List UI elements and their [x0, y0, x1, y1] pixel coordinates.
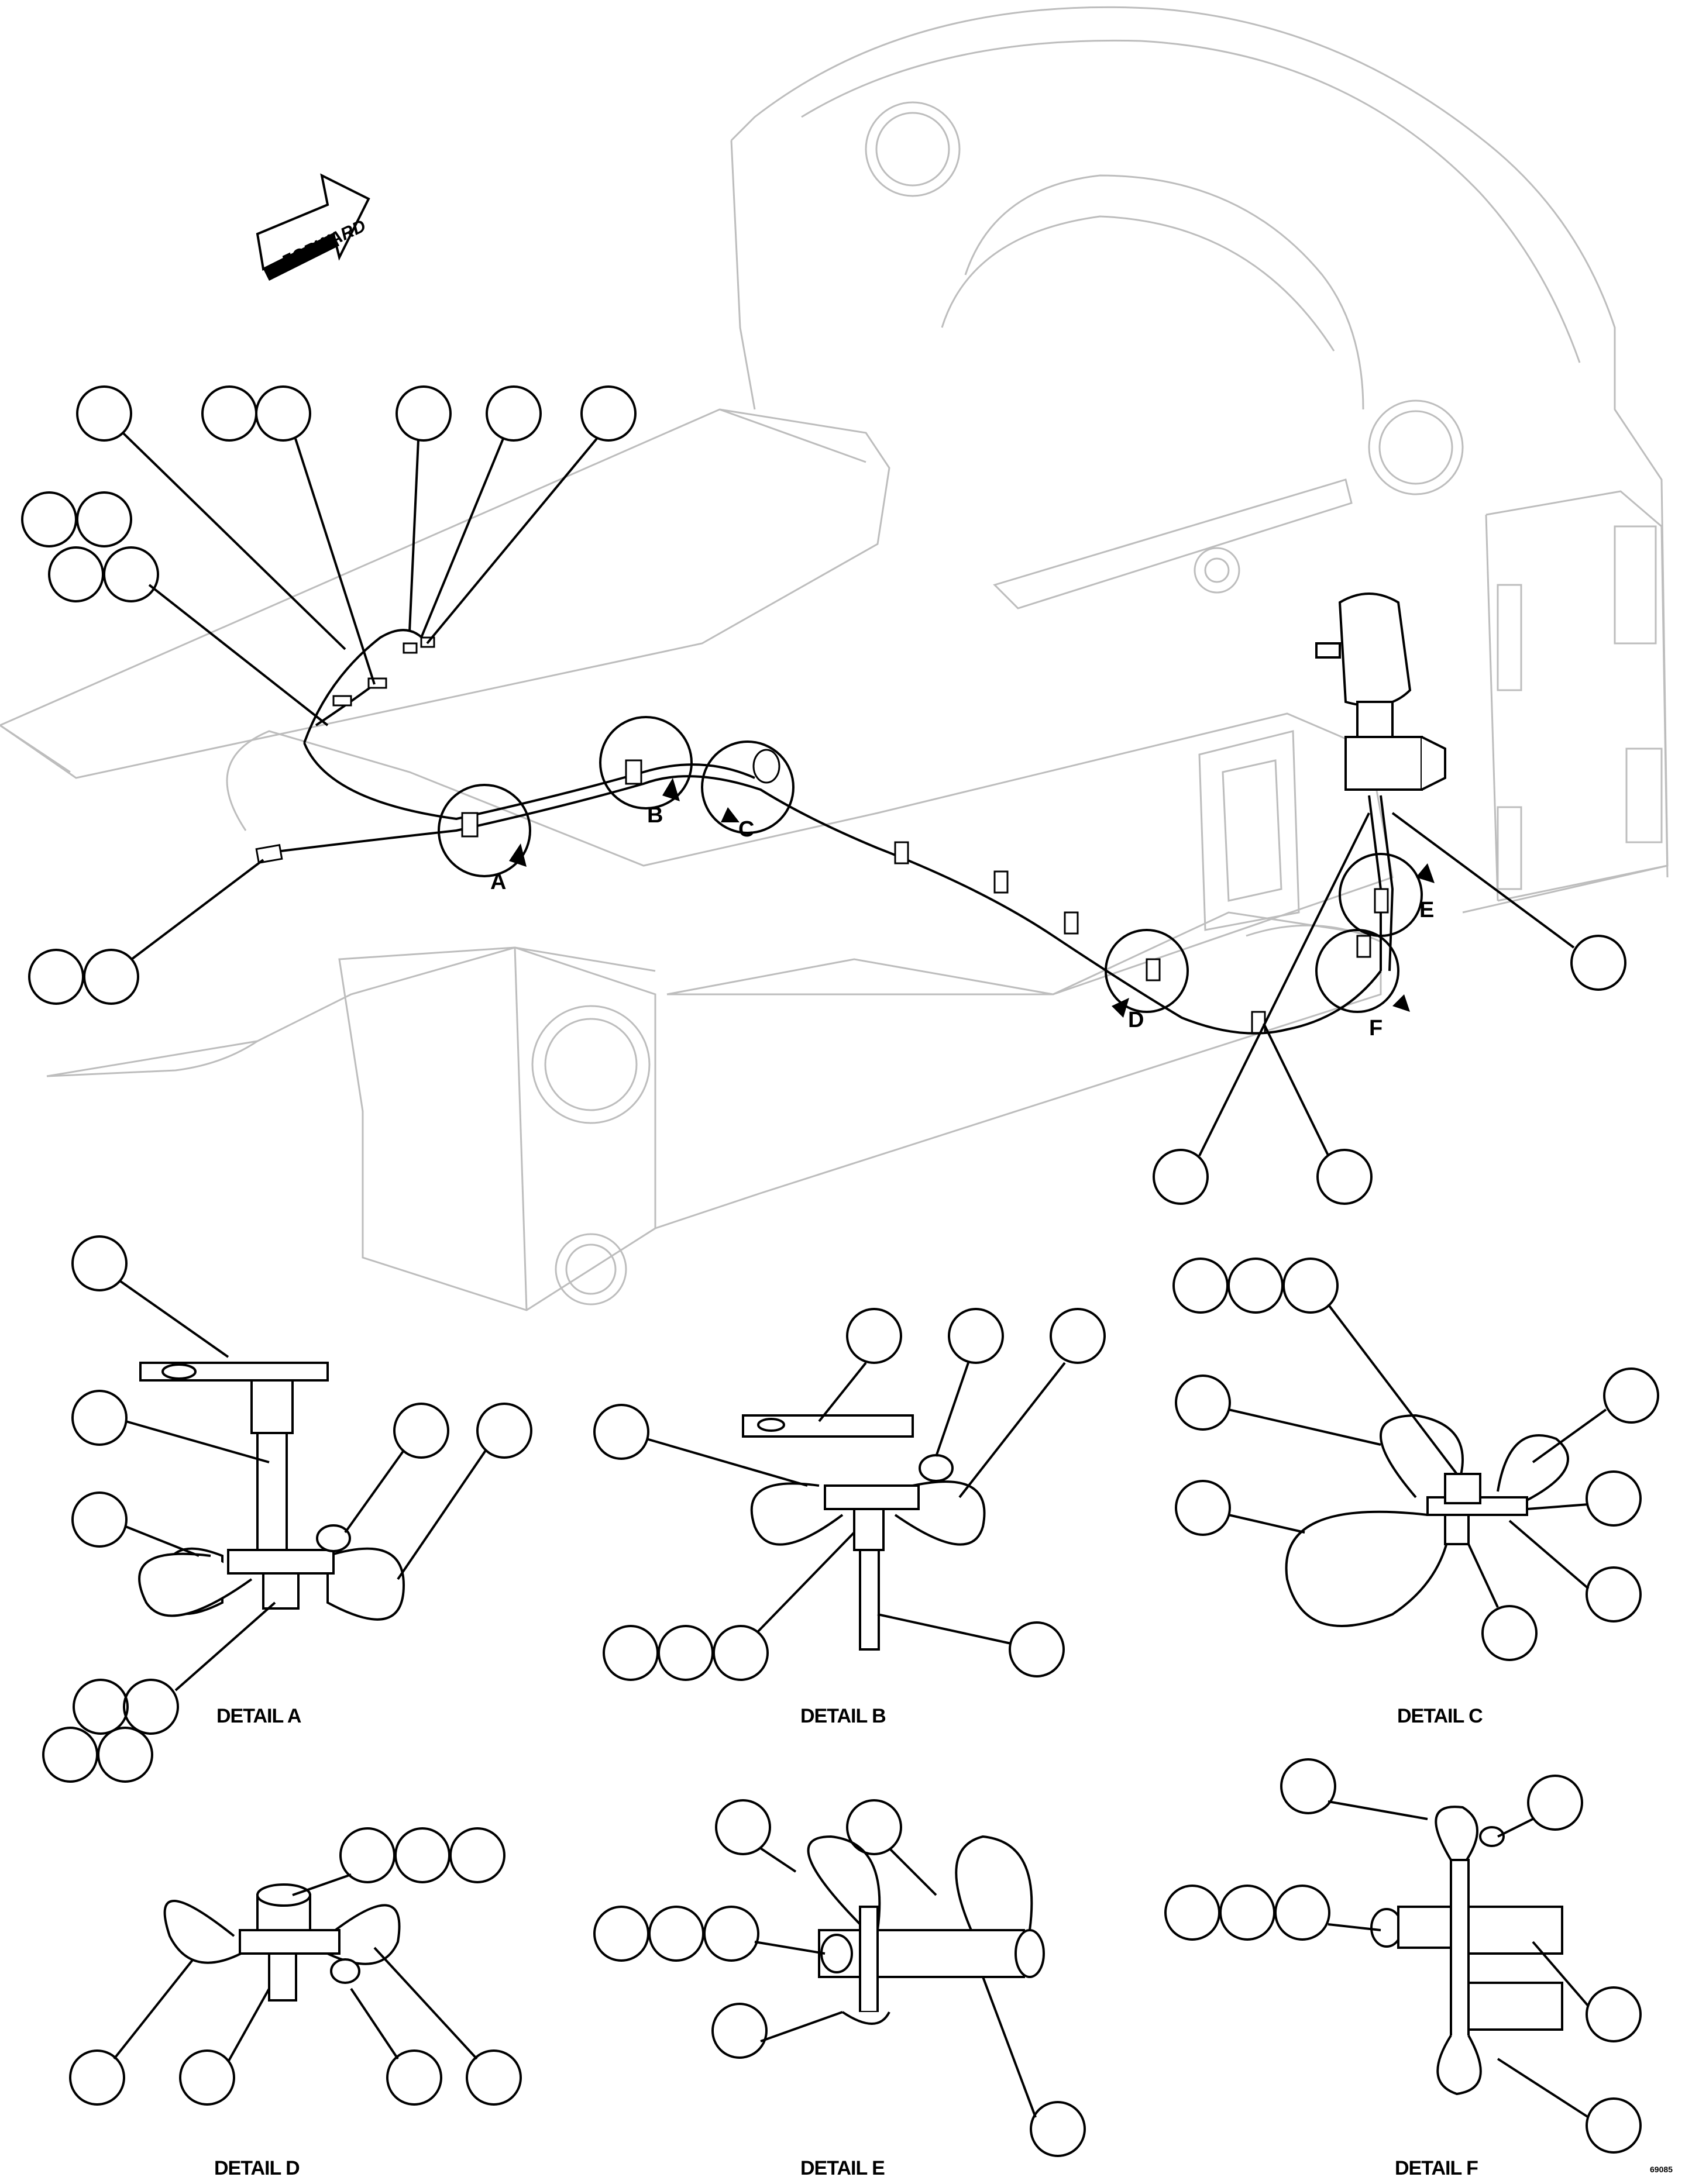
detail-b-drawing: [742, 1414, 986, 1651]
accumulator-assembly: [1315, 592, 1446, 791]
detail-f-title: DETAIL F: [1395, 2157, 1478, 2179]
detail-a-drawing: [138, 1362, 405, 1621]
detail-letter-b: B: [647, 803, 663, 828]
detail-d-balloons: [69, 1827, 522, 2106]
detail-f-drawing: [1370, 1806, 1563, 2096]
detail-d-drawing: [163, 1883, 401, 2002]
detail-callout-a: [438, 784, 531, 877]
callout-arrows: [509, 778, 1435, 1018]
detail-callout-e: [1339, 853, 1423, 937]
detail-callout-d: [1105, 929, 1189, 1013]
detail-callouts: [438, 716, 1423, 1013]
detail-e-drawing: [807, 1835, 1045, 2025]
detail-letter-f: F: [1369, 1016, 1383, 1041]
detail-callout-f: [1315, 929, 1399, 1013]
machine-frame: [0, 6, 1669, 1311]
detail-c-drawing: [1285, 1414, 1569, 1627]
detail-a-title: DETAIL A: [216, 1705, 301, 1727]
hose-fittings: [255, 636, 1389, 1034]
main-view-balloons: [21, 385, 1626, 1205]
detail-letter-c: C: [738, 817, 754, 842]
detail-letter-a: A: [490, 870, 506, 894]
detail-e-balloons: [593, 1799, 1086, 2157]
detail-callout-c: [701, 740, 795, 834]
detail-letter-e: E: [1419, 898, 1434, 922]
detail-b-title: DETAIL B: [800, 1705, 886, 1727]
detail-d-title: DETAIL D: [214, 2157, 300, 2179]
figure-id: 69085: [1650, 2165, 1673, 2174]
detail-a-balloons: [42, 1235, 532, 1783]
forward-arrow: FORWARD: [256, 173, 370, 281]
detail-letter-d: D: [1128, 1008, 1144, 1032]
detail-c-balloons: [1172, 1258, 1659, 1661]
detail-b-balloons: [593, 1308, 1106, 1681]
detail-f-balloons: [1164, 1758, 1642, 2154]
detail-callout-b: [599, 716, 693, 809]
detail-e-title: DETAIL E: [800, 2157, 885, 2179]
detail-c-title: DETAIL C: [1397, 1705, 1483, 1727]
